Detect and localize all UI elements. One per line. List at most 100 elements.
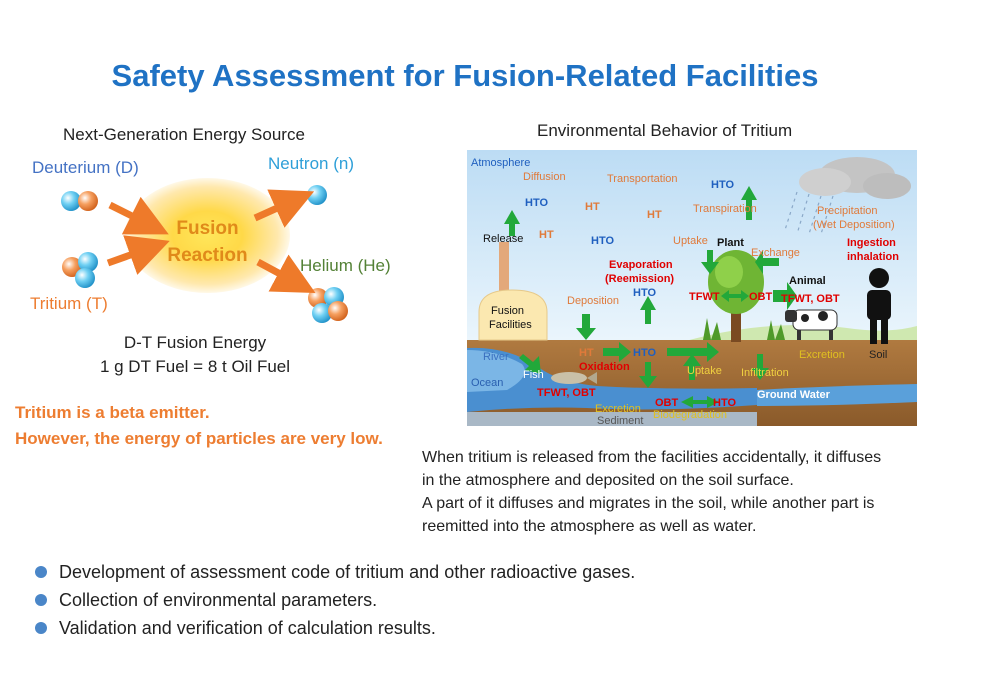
- bullet-text: Collection of environmental parameters.: [59, 590, 378, 610]
- rain-cloud: [784, 157, 911, 235]
- arrow-fish-in: [519, 354, 541, 374]
- label-excretion-animal: Excretion: [799, 349, 845, 361]
- label-ht-2: HT: [647, 209, 662, 221]
- fish-icon: [551, 372, 597, 384]
- label-hto-bottom: HTO: [713, 397, 736, 409]
- bullet-dot-icon: [35, 622, 47, 634]
- label-exchange: Exchange: [751, 247, 800, 259]
- arrow-soil-down: [639, 362, 657, 388]
- label-wet-deposition: (Wet Deposition): [813, 219, 895, 231]
- arrow-uptake-plant: [701, 250, 719, 274]
- arrow-deuterium-in: [108, 196, 169, 235]
- bullet-item: Validation and verification of calculati…: [35, 614, 635, 642]
- neutron-particle: [307, 185, 327, 205]
- label-sediment: Sediment: [597, 415, 643, 426]
- arrow-infiltration: [751, 354, 769, 380]
- label-uptake-top: Uptake: [673, 235, 708, 247]
- fusion-graphic: [61, 185, 348, 323]
- label-diffusion: Diffusion: [523, 171, 566, 183]
- deuterium-particle: [61, 191, 98, 211]
- river-ocean: [467, 347, 757, 412]
- arrow-soil-right: [667, 342, 719, 362]
- label-hto-top: HTO: [711, 179, 734, 191]
- label-hto-2: HTO: [591, 235, 614, 247]
- label-obt-bottom: OBT: [655, 397, 679, 409]
- arrow-oxidation: [603, 342, 631, 362]
- label-excretion-fish: Excretion: [595, 403, 641, 415]
- human-icon: [867, 268, 891, 344]
- low-energy-note: However, the energy of particles are ver…: [15, 429, 383, 448]
- label-tfwt-obt-fish: TFWT, OBT: [537, 387, 596, 399]
- description-line-4: reemitted into the atmosphere as well as…: [422, 518, 757, 535]
- label-ht-release: HT: [539, 229, 554, 241]
- sediment-layer: [467, 412, 757, 426]
- fusion-reaction-line2: Reaction: [167, 245, 248, 266]
- label-biodegradation: Biodegradation: [653, 409, 727, 421]
- label-ht-soil: HT: [579, 347, 594, 359]
- label-atmosphere: Atmosphere: [471, 157, 530, 169]
- label-river: River: [483, 351, 509, 363]
- label-tfwt-plant: TFWT: [689, 291, 720, 303]
- bullet-item: Collection of environmental parameters.: [35, 586, 635, 614]
- tritium-environment-diagram: Atmosphere Diffusion Transportation HTO …: [467, 150, 917, 426]
- label-fusion-facilities-2: Facilities: [489, 319, 532, 331]
- label-obt-plant: OBT: [749, 291, 773, 303]
- neutron-label: Neutron (n): [268, 154, 354, 173]
- label-infiltration: Infiltration: [741, 367, 789, 379]
- label-fish: Fish: [523, 369, 544, 381]
- label-transportation: Transportation: [607, 173, 678, 185]
- label-transpiration: Transpiration: [693, 203, 757, 215]
- fusion-reaction-line1: Fusion: [176, 218, 239, 239]
- label-ground-water: Ground Water: [757, 389, 831, 401]
- ocean-shallow: [467, 350, 525, 392]
- arrow-uptake-soil: [683, 354, 701, 380]
- arrow-animal-uptake: [773, 282, 797, 310]
- description-line-2: in the atmosphere and deposited on the s…: [422, 472, 794, 489]
- label-release: Release: [483, 233, 523, 245]
- arrow-diffusion: [504, 210, 520, 236]
- label-ingestion: Ingestion: [847, 237, 896, 249]
- helium-label: Helium (He): [300, 256, 391, 275]
- ground-water: [757, 384, 917, 406]
- label-deposition: Deposition: [567, 295, 619, 307]
- arrow-neutron-out: [253, 189, 315, 228]
- label-ht-1: HT: [585, 201, 600, 213]
- label-precipitation: Precipitation: [817, 205, 878, 217]
- bullet-text: Validation and verification of calculati…: [59, 618, 436, 638]
- bullet-item: Development of assessment code of tritiu…: [35, 558, 635, 586]
- energy-title: D-T Fusion Energy: [123, 333, 267, 352]
- label-soil: Soil: [869, 349, 887, 361]
- label-hto-3: HTO: [633, 287, 656, 299]
- arrow-exchange: [755, 250, 779, 274]
- bullet-list: Development of assessment code of tritiu…: [35, 558, 635, 642]
- page-title: Safety Assessment for Fusion-Related Fac…: [111, 58, 819, 93]
- label-fusion-facilities-1: Fusion: [491, 305, 524, 317]
- label-hto-soil: HTO: [633, 347, 656, 359]
- label-tfwt-obt-animal: TFWT, OBT: [781, 293, 840, 305]
- arrow-plant-exchange: [721, 290, 749, 302]
- label-uptake-soil: Uptake: [687, 365, 722, 377]
- arrow-helium-out: [256, 254, 316, 293]
- label-oxidation: Oxidation: [579, 361, 630, 373]
- fusion-reaction-label: Fusion Reaction: [150, 215, 265, 269]
- bullet-dot-icon: [35, 566, 47, 578]
- arrow-tritium-in: [106, 235, 170, 275]
- plant-tree-icon: [708, 250, 764, 342]
- grass-tufts: [703, 318, 785, 340]
- environment-subtitle: Environmental Behavior of Tritium: [537, 121, 793, 140]
- tritium-particle: [62, 252, 98, 288]
- label-plant: Plant: [717, 237, 744, 249]
- bullet-dot-icon: [35, 594, 47, 606]
- arrow-transpiration: [741, 186, 757, 220]
- beta-emitter-note: Tritium is a beta emitter.: [15, 403, 210, 422]
- tritium-label: Tritium (T): [30, 294, 108, 313]
- label-inhalation: inhalation: [847, 251, 899, 263]
- description-line-1: When tritium is released from the facili…: [422, 449, 882, 466]
- description-line-3: A part of it diffuses and migrates in th…: [422, 495, 875, 512]
- fusion-facility-icon: [478, 242, 548, 341]
- environment-description: When tritium is released from the facili…: [422, 446, 997, 538]
- label-reemission: (Reemission): [605, 273, 674, 285]
- label-ocean: Ocean: [471, 377, 503, 389]
- label-animal: Animal: [789, 275, 826, 287]
- label-hto-1: HTO: [525, 197, 548, 209]
